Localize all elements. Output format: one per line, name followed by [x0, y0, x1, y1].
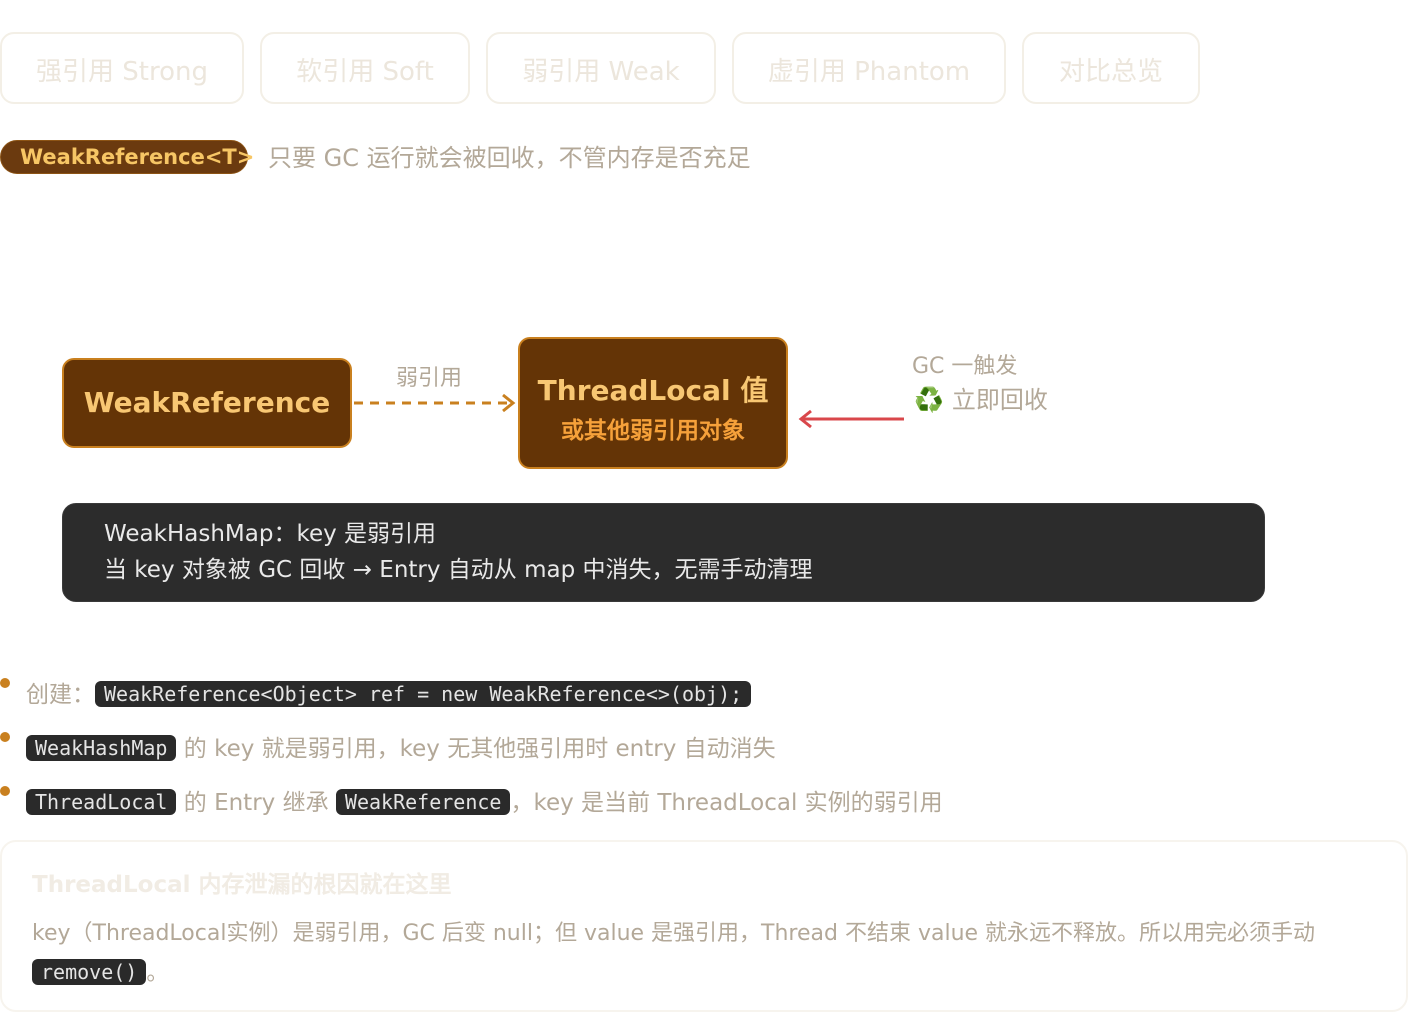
gc-reclaim-text: 立即回收 [951, 386, 1048, 414]
tab-soft[interactable]: 软引用 Soft [260, 32, 470, 104]
bullet3-text: ，key 是当前 ThreadLocal 实例的弱引用 [510, 790, 943, 816]
note-body-text: key（ThreadLocal实例）是弱引用，GC 后变 null；但 valu… [32, 921, 1316, 946]
weak-ref-arrow-label: 弱引用 [396, 366, 463, 391]
tab-phantom-label: 虚引用 Phantom [767, 57, 971, 87]
threadlocal-value-subtitle: 或其他弱引用对象 [561, 418, 745, 444]
list-item: ThreadLocal 的 Entry 继承 WeakReference，key… [0, 786, 943, 819]
list-item: WeakHashMap 的 key 就是弱引用，key 无其他强引用时 entr… [0, 732, 776, 765]
info-panel-line2: 当 key 对象被 GC 回收 → Entry 自动从 map 中消失，无需手动… [104, 557, 813, 583]
header-description: 只要 GC 运行就会被回收，不管内存是否充足 [268, 144, 751, 172]
gc-reclaim-label: ♻️立即回收 [914, 380, 1048, 415]
weak-ref-arrowhead [502, 393, 516, 413]
bullet3-mid: 的 Entry 继承 [176, 790, 336, 816]
bullet1-code: WeakReference<Object> ref = new WeakRefe… [95, 681, 752, 707]
note-title: ThreadLocal 内存泄漏的根因就在这里 [32, 872, 452, 898]
recycle-icon: ♻️ [914, 386, 944, 414]
tab-compare[interactable]: 对比总览 [1022, 32, 1200, 104]
threadlocal-value-title: ThreadLocal 值 [537, 374, 769, 407]
bullet-dot-icon [0, 786, 10, 796]
bullet2-code: WeakHashMap [26, 735, 177, 761]
tab-soft-label: 软引用 Soft [296, 57, 434, 87]
note-body: key（ThreadLocal实例）是弱引用，GC 后变 null；但 valu… [32, 914, 1382, 994]
tab-compare-label: 对比总览 [1058, 57, 1163, 87]
gc-trigger-label: GC 一触发 [912, 354, 1018, 379]
weakhashmap-info-panel: WeakHashMap：key 是弱引用 当 key 对象被 GC 回收 → E… [62, 503, 1265, 602]
type-badge: WeakReference<T> [0, 140, 254, 174]
tab-strong[interactable]: 强引用 Strong [0, 32, 244, 104]
weak-reference-box-label: WeakReference [83, 386, 331, 419]
bullet1-prefix: 创建： [26, 682, 95, 708]
list-item: 创建：WeakReference<Object> ref = new WeakR… [0, 678, 752, 711]
tab-strong-label: 强引用 Strong [36, 57, 208, 87]
tab-weak-label: 弱引用 Weak [522, 57, 680, 87]
note-code: remove() [32, 959, 147, 985]
tab-weak[interactable]: 弱引用 Weak [486, 32, 716, 104]
bullet-dot-icon [0, 678, 10, 688]
weak-reference-box: WeakReference [62, 358, 352, 448]
tab-phantom[interactable]: 虚引用 Phantom [732, 32, 1006, 104]
bullet-dot-icon [0, 732, 10, 742]
bullet3-code1: ThreadLocal [26, 789, 177, 815]
gc-arrowhead [798, 409, 812, 429]
threadlocal-value-box: ThreadLocal 值 或其他弱引用对象 [518, 337, 788, 469]
info-panel-line1: WeakHashMap：key 是弱引用 [104, 521, 437, 547]
memory-leak-note-card: ThreadLocal 内存泄漏的根因就在这里 key（ThreadLocal实… [0, 840, 1408, 1012]
bullet2-text: 的 key 就是弱引用，key 无其他强引用时 entry 自动消失 [176, 736, 776, 762]
bullet3-code2: WeakReference [335, 789, 511, 815]
note-end: 。 [146, 961, 169, 986]
